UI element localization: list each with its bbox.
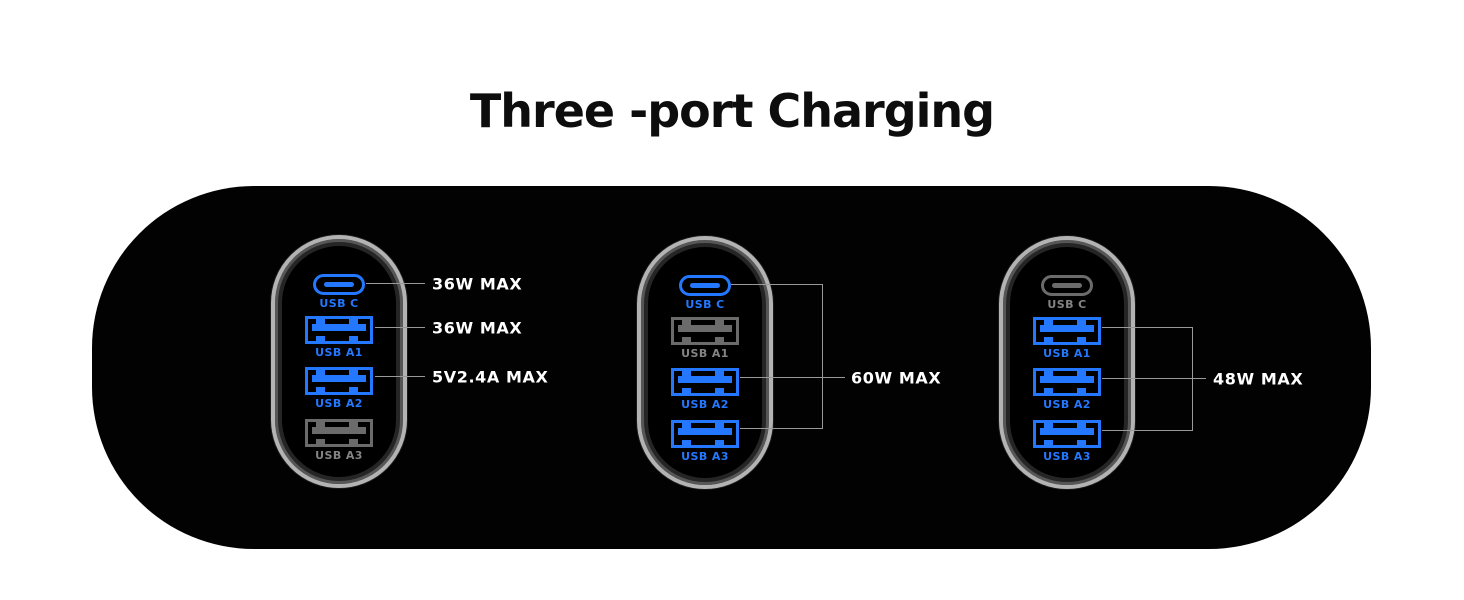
callout-line <box>822 377 845 378</box>
callout-line <box>1102 378 1192 379</box>
callout-line <box>731 284 822 285</box>
usb-a1-port: USB A1 <box>1033 317 1101 360</box>
usb-c-port: USB C <box>1041 275 1093 311</box>
port-label: USB A2 <box>1043 398 1091 411</box>
usb-a2-port: USB A2 <box>305 367 373 410</box>
usb-a3-port: USB A3 <box>1033 420 1101 463</box>
usb-a-icon <box>671 420 739 448</box>
callout-bracket-line <box>1192 327 1193 431</box>
callout-line <box>366 283 425 284</box>
usb-a-icon <box>305 419 373 447</box>
callout-bracket-line <box>822 284 823 429</box>
callout-line <box>740 428 822 429</box>
wattage-label-total: 48W MAX <box>1213 369 1304 389</box>
port-panel-left: USB C USB A1 USB A2 <box>271 235 407 488</box>
port-label: USB A3 <box>681 450 729 463</box>
port-label: USB A1 <box>315 346 363 359</box>
port-label: USB A2 <box>681 398 729 411</box>
port-label: USB A1 <box>1043 347 1091 360</box>
usb-a3-port: USB A3 <box>305 419 373 462</box>
usb-a-icon <box>671 317 739 345</box>
usb-a1-port: USB A1 <box>671 317 739 360</box>
usb-c-port: USB C <box>313 274 365 310</box>
port-label: USB A3 <box>315 449 363 462</box>
port-panel-right: USB C USB A1 USB A2 <box>999 236 1135 489</box>
usb-c-icon <box>1041 275 1093 296</box>
usb-a3-port: USB A3 <box>671 420 739 463</box>
usb-c-port: USB C <box>679 275 731 311</box>
usb-a-icon <box>1033 420 1101 448</box>
port-label: USB A2 <box>315 397 363 410</box>
usb-c-icon <box>313 274 365 295</box>
usb-a2-port: USB A2 <box>1033 368 1101 411</box>
usb-a-icon <box>1033 368 1101 396</box>
callout-line <box>1102 327 1192 328</box>
port-label: USB A3 <box>1043 450 1091 463</box>
callout-line <box>375 327 425 328</box>
callout-line <box>1192 378 1206 379</box>
port-panel-middle: USB C USB A1 USB A2 <box>637 236 773 489</box>
usb-a2-port: USB A2 <box>671 368 739 411</box>
port-label: USB C <box>319 297 359 310</box>
port-label: USB C <box>685 298 725 311</box>
callout-line <box>1102 430 1192 431</box>
callout-line <box>740 377 822 378</box>
port-label: USB C <box>1047 298 1087 311</box>
wattage-label-usb-a1: 36W MAX <box>432 318 523 338</box>
usb-c-icon <box>679 275 731 296</box>
usb-a1-port: USB A1 <box>305 316 373 359</box>
usb-a-icon <box>305 316 373 344</box>
page-title: Three -port Charging <box>469 84 995 138</box>
usb-a-icon <box>1033 317 1101 345</box>
usb-a-icon <box>305 367 373 395</box>
usb-a-icon <box>671 368 739 396</box>
port-label: USB A1 <box>681 347 729 360</box>
wattage-label-usb-a2: 5V2.4A MAX <box>432 367 549 387</box>
wattage-label-usb-c: 36W MAX <box>432 274 523 294</box>
callout-line <box>375 376 425 377</box>
wattage-label-total: 60W MAX <box>851 368 942 388</box>
